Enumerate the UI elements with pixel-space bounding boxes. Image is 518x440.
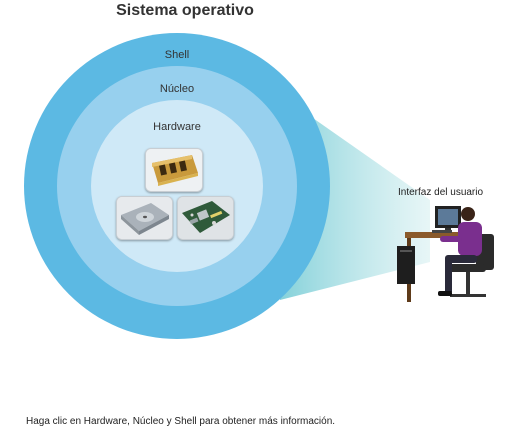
shell-label[interactable]: Shell: [164, 49, 190, 61]
disk-drive-icon: [116, 196, 173, 240]
person-at-computer-icon: [397, 206, 494, 302]
user-interface-label: Interfaz del usuario: [398, 187, 484, 198]
memory-module-icon: [145, 148, 203, 192]
hardware-label[interactable]: Hardware: [153, 121, 201, 133]
instruction-text: Haga clic en Hardware, Núcleo y Shell pa…: [26, 416, 336, 427]
diagram-title: Sistema operativo: [116, 2, 254, 19]
kernel-label[interactable]: Núcleo: [159, 83, 195, 95]
motherboard-icon: [177, 196, 234, 240]
